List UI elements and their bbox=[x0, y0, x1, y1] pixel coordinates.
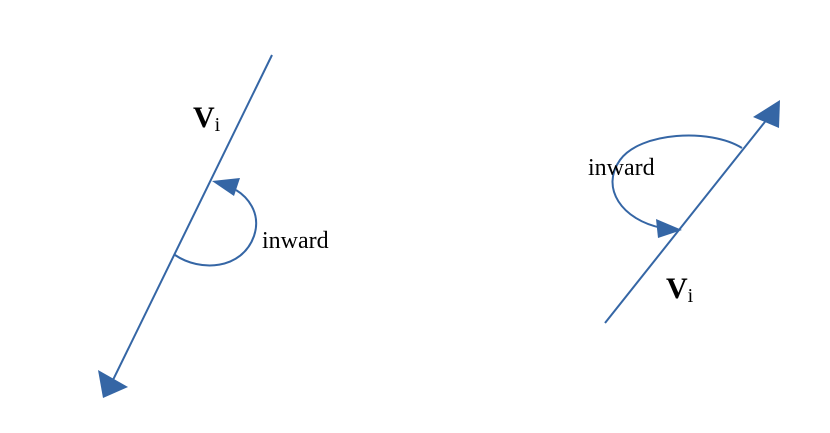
right-inward-arc bbox=[611, 134, 743, 229]
left-vector-label: Vi bbox=[193, 101, 221, 136]
left-figure: Vi inward bbox=[98, 54, 329, 398]
right-vector-symbol: V bbox=[666, 272, 688, 305]
right-vector-label: Vi bbox=[666, 272, 694, 307]
right-vector-arrowhead bbox=[753, 100, 780, 128]
left-vector-symbol: V bbox=[193, 101, 215, 134]
right-inward-arrowhead bbox=[656, 219, 682, 238]
left-inward-arc bbox=[174, 189, 257, 267]
left-vector-subscript: i bbox=[215, 114, 221, 136]
left-vector-line bbox=[111, 54, 273, 383]
right-inward-label: inward bbox=[588, 155, 655, 181]
left-inward-arrowhead bbox=[212, 178, 240, 196]
left-vector-arrowhead bbox=[98, 370, 128, 398]
right-vector-line bbox=[604, 117, 769, 324]
left-inward-label: inward bbox=[262, 228, 329, 254]
right-figure: inward Vi bbox=[588, 100, 780, 324]
right-vector-subscript: i bbox=[688, 285, 694, 307]
